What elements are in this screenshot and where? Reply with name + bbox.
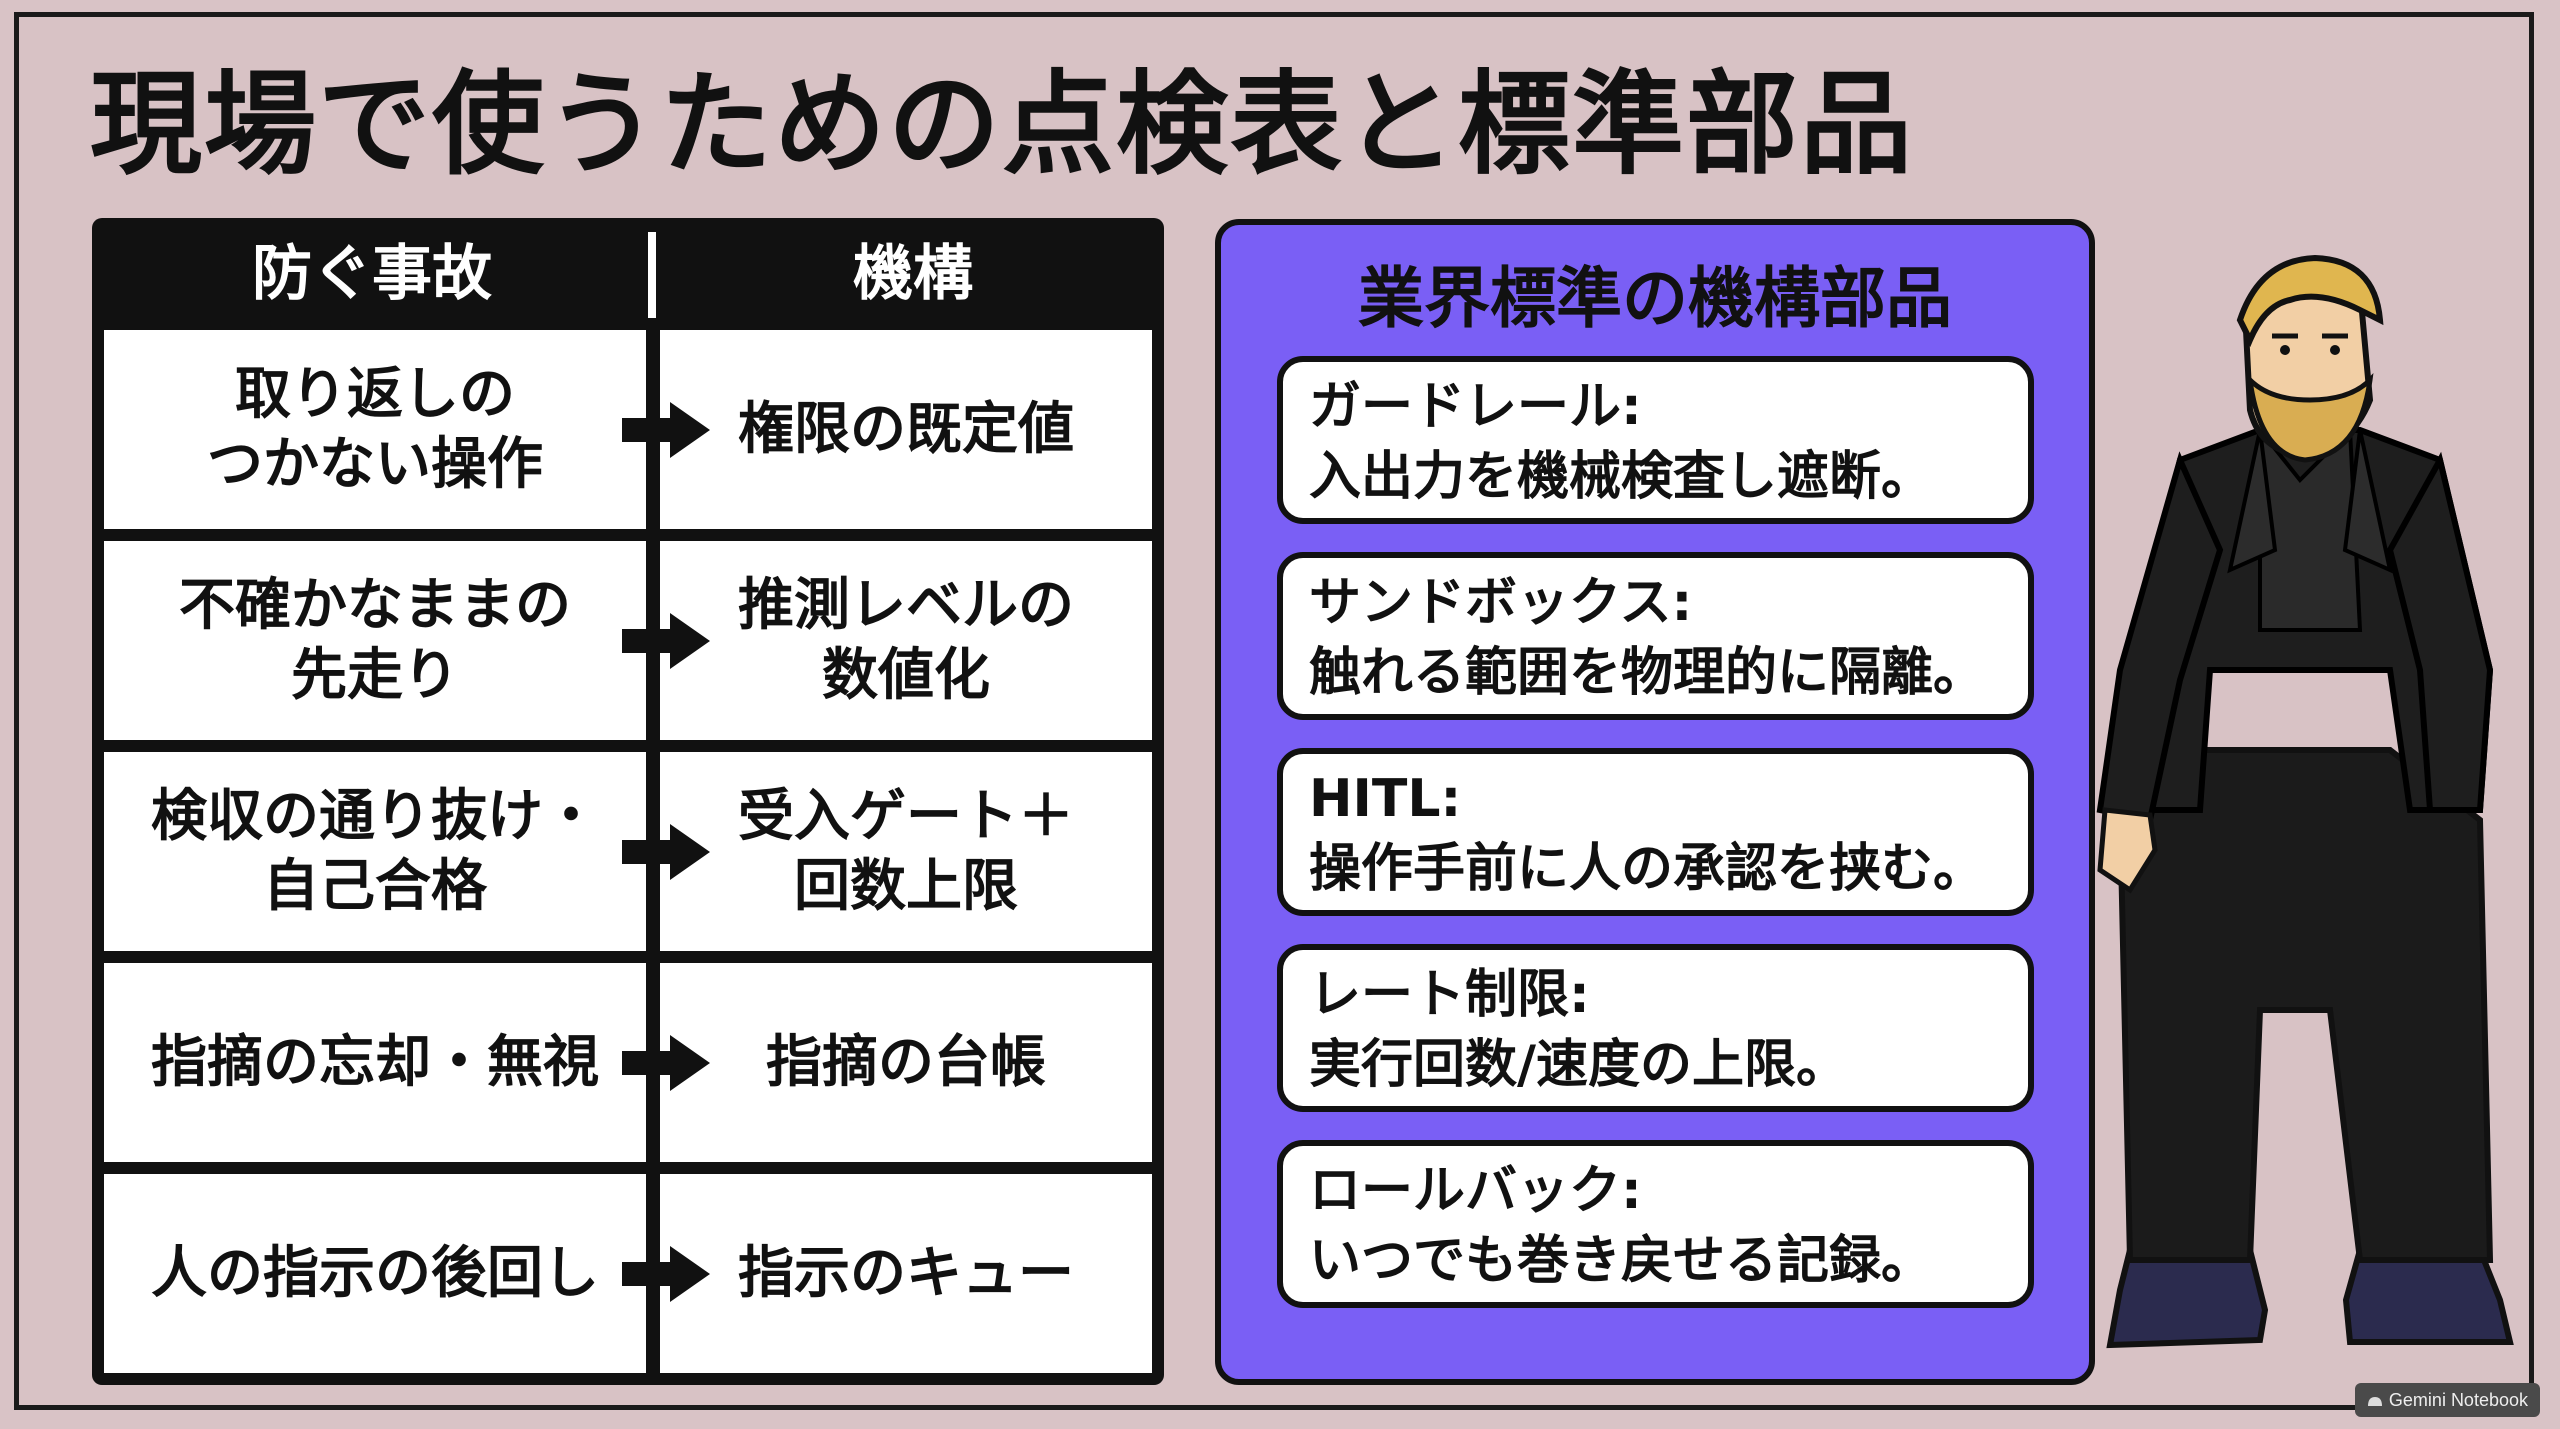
card-title: サンドボックス: [1309,573,1693,633]
gemini-notebook-badge: Gemini Notebook [2354,1383,2540,1417]
mechanism-cell: 指摘の台帳 [660,963,1152,1162]
header-divider [648,232,656,318]
table-header: 防ぐ事故 機構 [92,218,1164,330]
card-description: 入出力を機械検査し遮断。 [1309,447,1934,507]
mechanism-cell: 推測レベルの 数値化 [660,541,1152,740]
right-arrow-icon [622,1035,710,1091]
table-row: 取り返しの つかない操作 権限の既定値 [104,330,1152,529]
card-description: 操作手前に人の承認を挟む。 [1309,839,1986,899]
component-card: ロールバック: いつでも巻き戻せる記録。 [1277,1140,2034,1308]
card-title: ロールバック: [1309,1161,1642,1221]
right-arrow-icon [622,824,710,880]
presenter-illustration [2096,254,2514,1349]
table-row: 指摘の忘却・無視 指摘の台帳 [104,963,1152,1162]
component-card: レート制限: 実行回数/速度の上限。 [1277,944,2034,1112]
card-title: ガードレール: [1309,377,1642,437]
mechanism-cell: 受入ゲート＋ 回数上限 [660,752,1152,951]
card-title: HITL: [1309,769,1462,829]
accident-cell: 人の指示の後回し [104,1174,646,1373]
mechanism-cell: 権限の既定値 [660,330,1152,529]
header-mechanism: 機構 [853,239,973,309]
mapping-table: 防ぐ事故 機構 取り返しの つかない操作 権限の既定値 不確かなままの [92,218,1164,1385]
accident-cell: 不確かなままの 先走り [104,541,646,740]
card-description: いつでも巻き戻せる記録。 [1309,1231,1934,1291]
accident-cell: 指摘の忘却・無視 [104,963,646,1162]
table-body: 取り返しの つかない操作 権限の既定値 不確かなままの 先走り 推測レベルの [104,330,1152,1373]
notebook-icon [2367,1397,2382,1406]
table-row: 人の指示の後回し 指示のキュー [104,1174,1152,1373]
header-accident: 防ぐ事故 [252,239,492,309]
panel-title: 業界標準の機構部品 [1358,260,1952,337]
accident-cell: 取り返しの つかない操作 [104,330,646,529]
card-description: 触れる範囲を物理的に隔離。 [1309,643,1986,703]
card-title: レート制限: [1309,965,1590,1025]
accident-cell: 検収の通り抜け・ 自己合格 [104,752,646,951]
table-row: 検収の通り抜け・ 自己合格 受入ゲート＋ 回数上限 [104,752,1152,951]
right-arrow-icon [622,613,710,669]
right-arrow-icon [622,402,710,458]
card-description: 実行回数/速度の上限。 [1309,1035,1848,1095]
component-card: ガードレール: 入出力を機械検査し遮断。 [1277,356,2034,524]
table-row: 不確かなままの 先走り 推測レベルの 数値化 [104,541,1152,740]
mechanism-cell: 指示のキュー [660,1174,1152,1373]
component-card: HITL: 操作手前に人の承認を挟む。 [1277,748,2034,916]
slide-title: 現場で使うための点検表と標準部品 [90,60,1914,190]
right-arrow-icon [622,1246,710,1302]
standard-components-panel: 業界標準の機構部品 ガードレール: 入出力を機械検査し遮断。 サンドボックス: … [1215,219,2095,1385]
component-card: サンドボックス: 触れる範囲を物理的に隔離。 [1277,552,2034,720]
